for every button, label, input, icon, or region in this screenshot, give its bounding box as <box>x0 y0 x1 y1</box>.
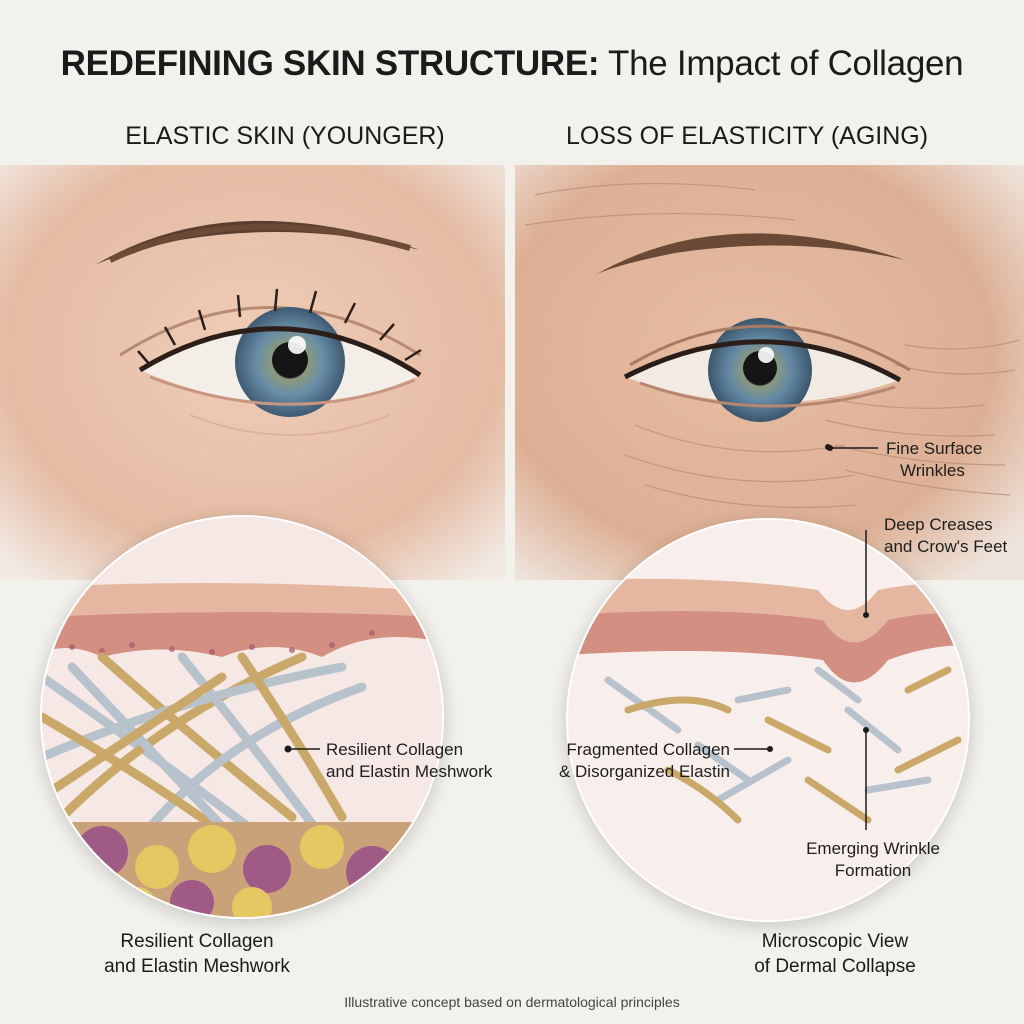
callout-deep-creases-line2: and Crow's Feet <box>884 537 1008 556</box>
callout-deep-creases: Deep Creases and Crow's Feet <box>884 514 1007 558</box>
callout-resilient-line1: Resilient Collagen <box>326 740 464 759</box>
page-title: REDEFINING SKIN STRUCTURE: The Impact of… <box>0 44 1024 84</box>
callout-resilient-meshwork: Resilient Collagen and Elastin Meshwork <box>326 739 492 783</box>
right-caption-line1: Microscopic View <box>761 931 909 952</box>
callout-deep-creases-line1: Deep Creases <box>884 515 993 534</box>
young-dermis-cross-section <box>40 515 444 919</box>
left-caption-line1: Resilient Collagen <box>120 931 274 952</box>
left-panel-heading: ELASTIC SKIN (YOUNGER) <box>125 122 445 150</box>
callout-fragmented-collagen: Fragmented Collagen & Disorganized Elast… <box>555 739 730 783</box>
callout-fragmented-line2: & Disorganized Elastin <box>558 762 730 781</box>
callout-resilient-line2: and Elastin Meshwork <box>326 762 493 781</box>
aged-dermis-cross-section <box>566 518 970 922</box>
right-panel-heading: LOSS OF ELASTICITY (AGING) <box>565 122 929 150</box>
callout-fine-wrinkles: Fine Surface Wrinkles <box>886 438 982 482</box>
title-rest: The Impact of Collagen <box>599 44 964 83</box>
callout-fine-wrinkles-line2: Wrinkles <box>900 461 965 480</box>
young-eye-image <box>0 165 505 580</box>
footnote: Illustrative concept based on dermatolog… <box>344 994 680 1010</box>
callout-emerging-wrinkle: Emerging Wrinkle Formation <box>800 838 946 882</box>
left-caption-line2: and Elastin Meshwork <box>104 956 290 977</box>
callout-fine-wrinkles-line1: Fine Surface <box>886 439 983 458</box>
left-caption: Resilient Collagen and Elastin Meshwork <box>37 929 357 979</box>
title-bold: REDEFINING SKIN STRUCTURE: <box>60 44 600 83</box>
callout-emerging-line2: Formation <box>834 861 912 880</box>
aged-eye-image <box>515 165 1024 580</box>
callout-emerging-line1: Emerging Wrinkle <box>806 839 940 858</box>
callout-fragmented-line1: Fragmented Collagen <box>566 740 730 759</box>
right-caption-line2: of Dermal Collapse <box>754 956 916 977</box>
right-caption: Microscopic View of Dermal Collapse <box>675 929 995 979</box>
